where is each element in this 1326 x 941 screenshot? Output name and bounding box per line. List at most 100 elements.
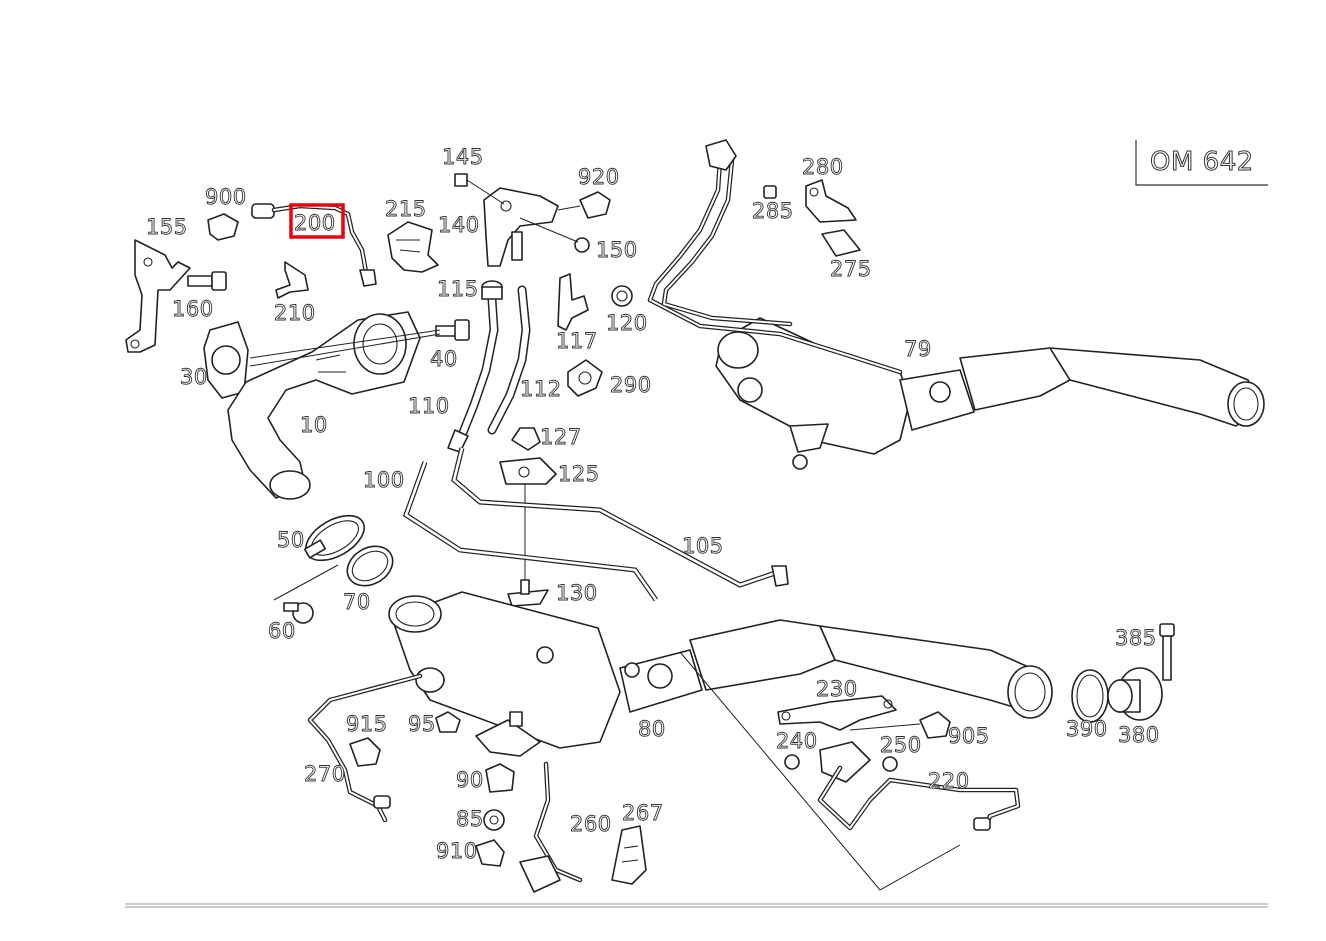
part-10-downpipe[interactable]	[227, 311, 421, 500]
label-905[interactable]: 905	[948, 724, 990, 749]
label-100[interactable]: 100	[363, 468, 405, 493]
label-112[interactable]: 112	[520, 377, 562, 402]
label-90[interactable]: 90	[456, 768, 484, 793]
part-285-bolt[interactable]	[763, 185, 777, 199]
part-140-pressure-sensor[interactable]	[483, 187, 559, 267]
part-50-clamp[interactable]	[298, 506, 371, 569]
label-200[interactable]: 200	[294, 211, 336, 236]
label-117[interactable]: 117	[556, 329, 598, 354]
label-380[interactable]: 380	[1118, 723, 1160, 748]
label-920[interactable]: 920	[578, 165, 620, 190]
part-230-bracket[interactable]	[777, 695, 897, 731]
part-40-stud[interactable]	[435, 319, 470, 341]
label-30[interactable]: 30	[180, 365, 208, 390]
label-140[interactable]: 140	[438, 213, 480, 238]
part-115-sleeve[interactable]	[481, 280, 503, 300]
label-60[interactable]: 60	[268, 619, 296, 644]
part-mount-bracket-80[interactable]	[475, 711, 541, 757]
part-280-bracket[interactable]	[805, 179, 857, 223]
part-130-bracket[interactable]	[507, 579, 549, 607]
part-112-hose[interactable]	[487, 285, 531, 435]
part-160-bolt[interactable]	[187, 271, 227, 291]
part-240-bolt[interactable]	[784, 754, 800, 770]
label-85[interactable]: 85	[456, 807, 484, 832]
label-900[interactable]: 900	[205, 185, 247, 210]
label-155[interactable]: 155	[146, 215, 188, 240]
part-390-ring[interactable]	[1071, 669, 1109, 723]
label-215[interactable]: 215	[385, 197, 427, 222]
part-275-plate[interactable]	[821, 229, 861, 257]
label-110[interactable]: 110	[408, 394, 450, 419]
part-250-bolt[interactable]	[882, 756, 898, 772]
part-79-harness[interactable]	[647, 139, 903, 375]
label-50[interactable]: 50	[277, 528, 305, 553]
part-270-sensor[interactable]	[307, 673, 423, 823]
part-910-connector[interactable]	[475, 839, 505, 867]
label-79[interactable]: 79	[904, 337, 932, 362]
part-915-connector[interactable]	[349, 737, 381, 767]
label-240[interactable]: 240	[776, 729, 818, 754]
part-380-clamp[interactable]	[1107, 667, 1163, 721]
part-905-connector[interactable]	[849, 711, 951, 739]
label-290[interactable]: 290	[610, 373, 652, 398]
engine-code: OM 642	[1150, 147, 1254, 177]
label-130[interactable]: 130	[556, 581, 598, 606]
label-285[interactable]: 285	[752, 199, 794, 224]
part-290-clamp[interactable]	[567, 359, 603, 397]
part-95-mount[interactable]	[435, 711, 461, 733]
label-915[interactable]: 915	[346, 712, 388, 737]
label-127[interactable]: 127	[540, 425, 582, 450]
label-390[interactable]: 390	[1066, 717, 1108, 742]
label-80[interactable]: 80	[638, 717, 666, 742]
part-85-nut[interactable]	[483, 809, 505, 831]
label-10[interactable]: 10	[300, 413, 328, 438]
part-70-ring[interactable]	[340, 538, 400, 593]
part-385-bolt[interactable]	[1159, 623, 1175, 681]
part-267-connector[interactable]	[611, 825, 647, 885]
part-110-hose[interactable]	[447, 295, 499, 453]
part-155-bracket[interactable]	[125, 239, 191, 353]
label-70[interactable]: 70	[343, 590, 371, 615]
part-90-mount[interactable]	[485, 763, 515, 793]
label-910[interactable]: 910	[436, 839, 478, 864]
part-80-dpf[interactable]	[388, 591, 1053, 749]
label-260[interactable]: 260	[570, 812, 612, 837]
label-267[interactable]: 267	[622, 801, 664, 826]
label-270[interactable]: 270	[304, 762, 346, 787]
part-100-pipe[interactable]	[402, 461, 659, 602]
label-125[interactable]: 125	[558, 462, 600, 487]
part-30-gasket[interactable]	[203, 321, 249, 399]
label-115[interactable]: 115	[437, 277, 479, 302]
label-220[interactable]: 220	[928, 769, 970, 794]
label-280[interactable]: 280	[802, 155, 844, 180]
part-125-bracket[interactable]	[499, 457, 557, 485]
part-127-mount[interactable]	[511, 427, 541, 451]
label-275[interactable]: 275	[830, 257, 872, 282]
part-145-bolt[interactable]	[454, 173, 505, 205]
part-215-bracket[interactable]	[387, 221, 439, 273]
label-230[interactable]: 230	[816, 677, 858, 702]
label-40[interactable]: 40	[430, 347, 458, 372]
label-250[interactable]: 250	[880, 733, 922, 758]
label-160[interactable]: 160	[172, 297, 214, 322]
part-79-dpf[interactable]	[715, 317, 1265, 470]
part-117-bracket[interactable]	[557, 273, 589, 331]
part-220-sensor[interactable]	[817, 741, 1021, 831]
part-60-bolt[interactable]	[283, 602, 314, 624]
selected-part-highlight	[289, 203, 345, 239]
label-120[interactable]: 120	[606, 311, 648, 336]
bottom-rule	[125, 903, 1268, 908]
label-210[interactable]: 210	[274, 301, 316, 326]
label-385[interactable]: 385	[1115, 626, 1157, 651]
label-145[interactable]: 145	[442, 145, 484, 170]
label-105[interactable]: 105	[682, 534, 724, 559]
part-210-clip[interactable]	[275, 261, 309, 299]
part-900-connector[interactable]	[207, 213, 239, 241]
label-150[interactable]: 150	[596, 238, 638, 263]
part-120-clip[interactable]	[611, 285, 633, 307]
part-260-line[interactable]	[519, 761, 583, 893]
label-95[interactable]: 95	[408, 712, 436, 737]
part-150-nut[interactable]	[519, 217, 590, 253]
part-920-connector[interactable]	[557, 191, 611, 219]
part-105-pipe[interactable]	[451, 447, 789, 588]
